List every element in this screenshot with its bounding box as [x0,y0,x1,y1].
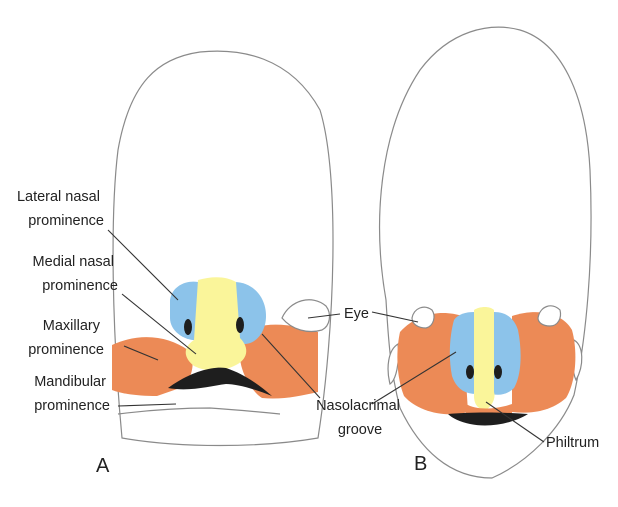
maxillary-prominence-a-right [240,324,318,399]
labels: Lateral nasal prominence Medial nasal pr… [17,189,599,451]
medial-nasal-prominence-b [474,307,495,410]
eye-b-right [537,305,562,327]
label-philtrum: Philtrum [546,435,599,451]
label-eye: Eye [344,306,369,322]
medial-nasal-prominence-a [185,277,247,371]
nostril-a-left [184,319,192,335]
panel-letter-a: A [96,455,110,477]
label-maxillary: Maxillary prominence [28,318,104,358]
eye-b-left [411,306,435,329]
leader-lines [107,229,545,443]
maxillary-prominence-b [397,313,468,415]
leader-mandibular [117,403,177,407]
eye-a [281,299,331,333]
leader-medial-nasal [121,293,197,355]
leader-nasolacrimal-b [371,351,457,405]
mandibular-line-a [117,407,281,415]
mouth-b [448,412,528,426]
label-nasolacrimal: Nasolacrimal groove [316,398,404,438]
label-lateral-nasal: Lateral nasal prominence [17,189,104,229]
leader-nasolacrimal-a [261,333,321,399]
nostril-b-left [466,365,474,379]
mouth-a [168,367,272,396]
leader-maxillary [123,345,159,361]
leader-lateral-nasal [107,229,179,301]
lateral-nasal-prominence-a [170,281,200,341]
nostril-a-right [236,317,244,333]
nostril-b-right [494,365,502,379]
label-mandibular: Mandibular prominence [34,374,110,414]
leader-eye-a [307,313,341,319]
panel-b: B [379,26,592,479]
maxillary-prominence-b-right [512,312,576,413]
leader-philtrum [485,401,545,443]
panel-a: A [96,50,334,477]
maxillary-prominence-a [112,337,193,396]
label-medial-nasal: Medial nasal prominence [33,254,118,294]
panel-letter-b: B [414,453,427,475]
leader-eye-b [371,311,419,323]
